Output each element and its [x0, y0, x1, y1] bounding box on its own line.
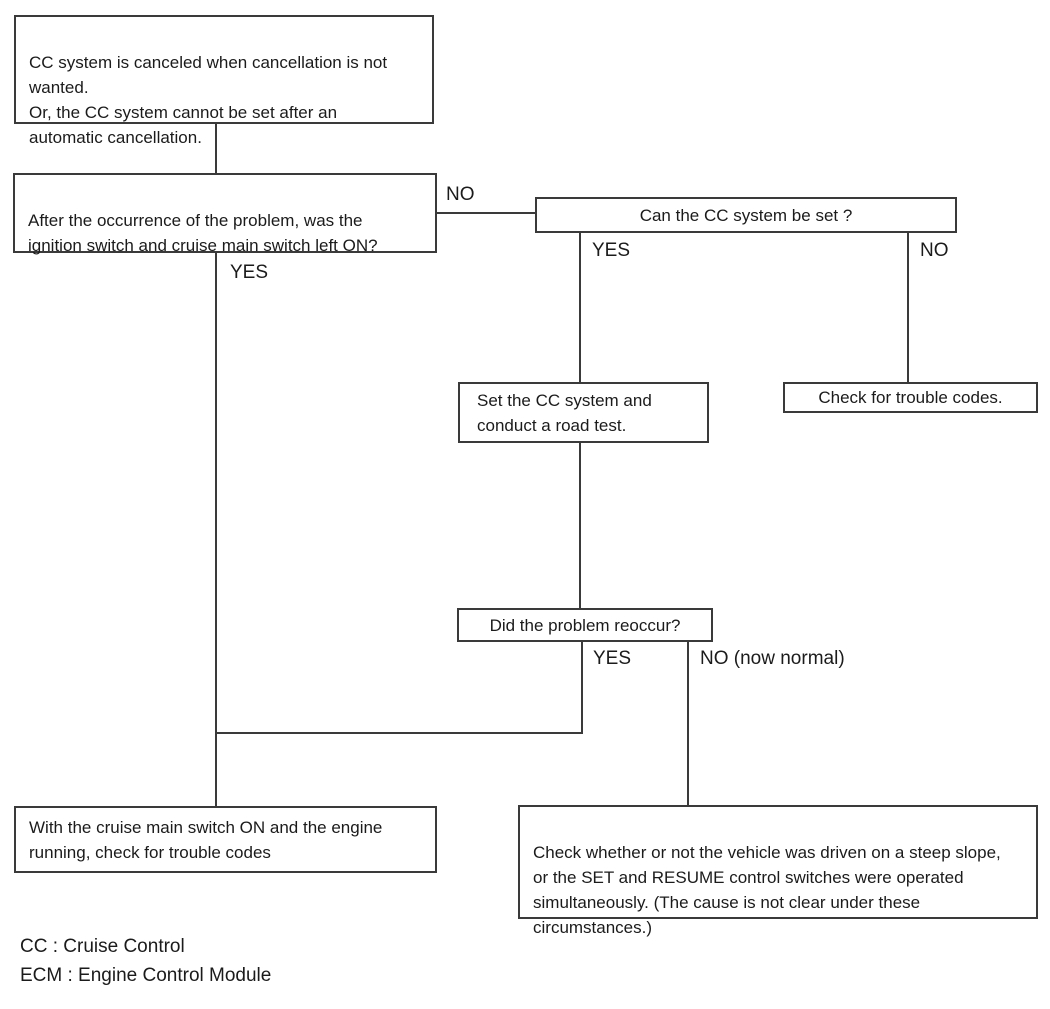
- node-question-can-set-text: Can the CC system be set ?: [639, 205, 853, 225]
- connector-can-set-no: [907, 232, 909, 383]
- branch-label-no-switch-left-on: NO: [446, 184, 475, 205]
- node-check-trouble-codes: Check for trouble codes.: [783, 382, 1038, 413]
- node-question-problem-reoccur-text: Did the problem reoccur?: [489, 615, 681, 635]
- node-question-switch-left-on-text: After the occurrence of the problem, was…: [28, 211, 378, 255]
- connector-reoccur-yes-down: [581, 641, 583, 734]
- branch-label-no-reoccur: NO (now normal): [700, 648, 845, 669]
- legend: CC : Cruise Control ECM : Engine Control…: [20, 932, 271, 990]
- branch-label-yes-can-set: YES: [592, 240, 631, 261]
- node-check-codes-engine-running-text: With the cruise main switch ON and the e…: [29, 817, 383, 862]
- branch-label-yes-reoccur: YES: [593, 648, 632, 669]
- branch-label-no-can-set: NO: [920, 240, 949, 261]
- connector-yes-main-left: [215, 252, 217, 807]
- connector-no-to-can-set: [437, 212, 535, 214]
- node-check-steep-slope: Check whether or not the vehicle was dri…: [518, 805, 1038, 937]
- branch-label-yes-switch-left-on: YES: [230, 262, 269, 283]
- node-set-road-test: Set the CC system and conduct a road tes…: [458, 382, 709, 443]
- node-start-symptom: CC system is canceled when cancellation …: [14, 15, 434, 147]
- connector-start-to-q1: [215, 123, 217, 173]
- connector-can-set-yes: [579, 232, 581, 383]
- node-question-can-set: Can the CC system be set ?: [535, 197, 957, 233]
- node-start-symptom-text: CC system is canceled when cancellation …: [29, 53, 388, 147]
- node-question-switch-left-on: After the occurrence of the problem, was…: [13, 173, 437, 255]
- connector-reoccur-no-down: [687, 641, 689, 806]
- node-check-trouble-codes-text: Check for trouble codes.: [818, 388, 1003, 407]
- node-question-problem-reoccur: Did the problem reoccur?: [457, 608, 713, 642]
- connector-reoccur-yes-left: [216, 732, 583, 734]
- node-check-steep-slope-text: Check whether or not the vehicle was dri…: [533, 843, 1001, 937]
- legend-cc: CC : Cruise Control: [20, 936, 185, 957]
- node-check-codes-engine-running: With the cruise main switch ON and the e…: [14, 806, 437, 873]
- connector-road-test-to-reoccur: [579, 442, 581, 609]
- legend-ecm: ECM : Engine Control Module: [20, 965, 272, 986]
- node-set-road-test-text: Set the CC system and conduct a road tes…: [477, 390, 652, 435]
